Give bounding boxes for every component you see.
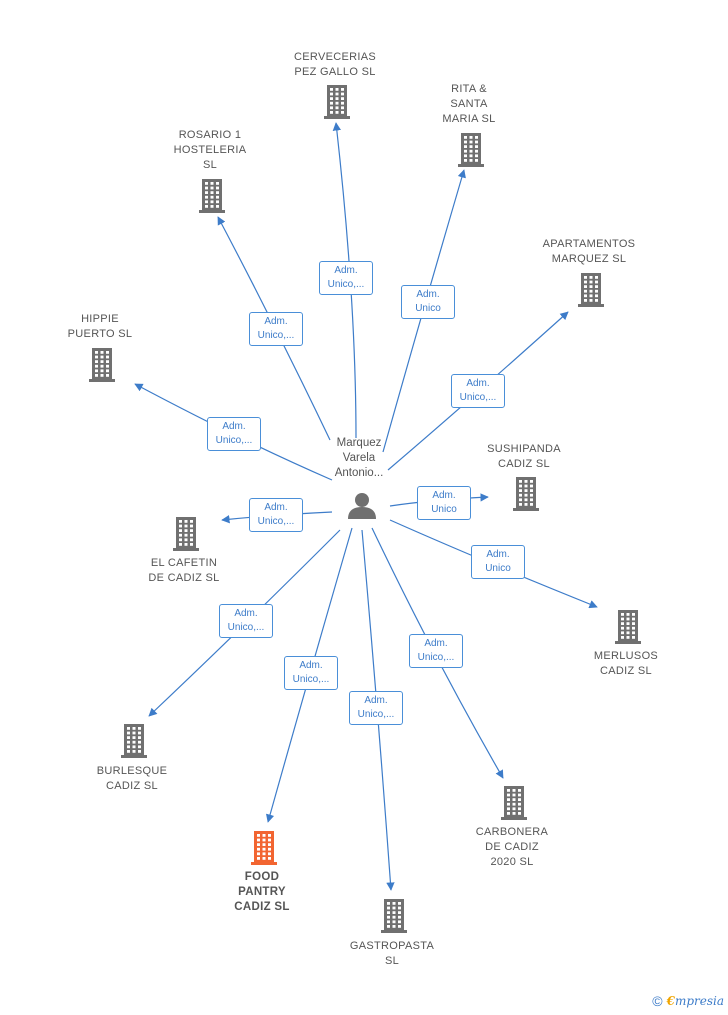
company-label-cervecerias[interactable]: CERVECERIAS PEZ GALLO SL (294, 51, 376, 78)
company-label-apartamentos[interactable]: APARTAMENTOS MARQUEZ SL (542, 238, 636, 265)
building-icon-sushipanda[interactable] (513, 477, 539, 511)
edge-label-rosario[interactable]: Adm. Unico,... (249, 312, 303, 346)
edge-label-merlusos[interactable]: Adm. Unico (471, 545, 525, 579)
company-label-rosario[interactable]: ROSARIO 1 HOSTELERIA SL (173, 129, 247, 171)
edge-label-gastropasta[interactable]: Adm. Unico,... (349, 691, 403, 725)
edge-label-hippie[interactable]: Adm. Unico,... (207, 417, 261, 451)
building-icon-cafetin[interactable] (173, 517, 199, 551)
edge-label-cervecerias[interactable]: Adm. Unico,... (319, 261, 373, 295)
building-icon-hippie[interactable] (89, 348, 115, 382)
center-person-label[interactable]: Marquez Varela Antonio... (334, 437, 384, 479)
company-label-gastropasta[interactable]: GASTROPASTA SL (349, 940, 435, 967)
edge-label-apartamentos[interactable]: Adm. Unico,... (451, 374, 505, 408)
building-icon-apartamentos[interactable] (578, 273, 604, 307)
company-label-rita[interactable]: RITA & SANTA MARIA SL (442, 83, 496, 125)
building-icon-rita[interactable] (458, 133, 484, 167)
edge-label-foodpantry[interactable]: Adm. Unico,... (284, 656, 338, 690)
footer-brand: © €mpresia (652, 993, 724, 1009)
edge-label-burlesque[interactable]: Adm. Unico,... (219, 604, 273, 638)
company-label-cafetin[interactable]: EL CAFETIN DE CADIZ SL (148, 557, 220, 584)
edge-label-rita[interactable]: Adm. Unico (401, 285, 455, 319)
edge-label-carbonera[interactable]: Adm. Unico,... (409, 634, 463, 668)
copyright-icon: © (652, 993, 663, 1009)
building-icon-merlusos[interactable] (615, 610, 641, 644)
edge-label-sushipanda[interactable]: Adm. Unico (417, 486, 471, 520)
building-icon-gastropasta[interactable] (381, 899, 407, 933)
company-label-hippie[interactable]: HIPPIE PUERTO SL (67, 313, 133, 340)
company-label-burlesque[interactable]: BURLESQUE CADIZ SL (96, 765, 168, 792)
brand-logo: €mpresia (666, 994, 724, 1008)
building-icon-carbonera[interactable] (501, 786, 527, 820)
company-label-carbonera[interactable]: CARBONERA DE CADIZ 2020 SL (475, 826, 549, 868)
building-icon-foodpantry[interactable] (251, 831, 277, 865)
building-icon-rosario[interactable] (199, 179, 225, 213)
building-icon-cervecerias[interactable] (324, 85, 350, 119)
company-label-merlusos[interactable]: MERLUSOS CADIZ SL (593, 650, 659, 677)
edge-label-cafetin[interactable]: Adm. Unico,... (249, 498, 303, 532)
person-icon[interactable] (348, 493, 376, 519)
building-icon-burlesque[interactable] (121, 724, 147, 758)
company-label-foodpantry[interactable]: FOOD PANTRY CADIZ SL (234, 871, 290, 913)
company-label-sushipanda[interactable]: SUSHIPANDA CADIZ SL (487, 443, 561, 470)
